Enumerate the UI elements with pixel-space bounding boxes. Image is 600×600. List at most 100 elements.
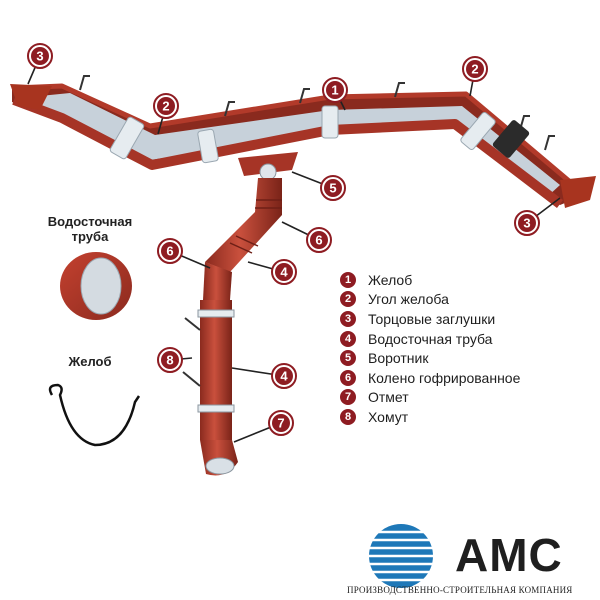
legend-item: 5 Воротник — [340, 348, 580, 368]
callout-3: 3 — [27, 43, 53, 85]
gutter-bracket — [544, 135, 555, 151]
legend-item: 1 Желоб — [340, 270, 580, 290]
callout-disc — [326, 81, 344, 99]
pipe-ring-inner — [80, 257, 122, 315]
callout-disc — [161, 351, 179, 369]
callout-disc — [466, 60, 484, 78]
legend-item: 6 Колено гофрированное — [340, 368, 580, 388]
callout-number: 5 — [329, 181, 336, 196]
gutter-bracket — [394, 82, 405, 98]
legend: 1 Желоб 2 Угол желоба 3 Торцовые заглушки 4 Вод… — [340, 270, 580, 427]
logo-globe-icon — [360, 524, 442, 588]
pipe-section-illustration — [60, 252, 132, 320]
callout-8: 8 — [157, 347, 193, 373]
callout-6: 6 — [281, 221, 332, 253]
clamp-fixings — [182, 317, 201, 387]
upper-elbow — [205, 178, 282, 272]
legend-label: Желоб — [368, 271, 413, 288]
elbow-corrugations — [229, 199, 282, 254]
corrugation-line — [229, 242, 253, 254]
callout-disc — [518, 214, 536, 232]
outlet-opening — [205, 457, 235, 475]
callout-layer: 1 2 2 3 3 5 6 6 4 4 8 7 — [27, 43, 561, 443]
legend-label: Водосточная труба — [368, 330, 493, 347]
callout-disc — [275, 367, 293, 385]
legend-label: Отмет — [368, 389, 409, 406]
legend-label: Воротник — [368, 350, 429, 367]
collar-outlet — [259, 163, 277, 181]
gutter-brackets — [79, 75, 555, 151]
pipe-clamp — [197, 404, 235, 413]
legend-number-badge: 3 — [340, 310, 356, 327]
callout-number: 7 — [277, 416, 284, 431]
brand-name: АМС — [455, 529, 563, 581]
corrugation-line — [235, 235, 259, 247]
pipe-section-title: Водосточная труба — [20, 214, 160, 244]
callout-disc — [161, 242, 179, 260]
legend-number-badge: 7 — [340, 389, 356, 406]
lower-elbow — [203, 262, 232, 300]
callout-2: 2 — [462, 56, 488, 97]
legend-item: 8 Хомут — [340, 407, 580, 427]
gutter-joint — [321, 105, 339, 139]
gutter-joint — [460, 112, 496, 150]
left-end-cap — [10, 84, 52, 110]
legend-label: Хомут — [368, 408, 409, 425]
callout-number: 6 — [166, 244, 173, 259]
legend-label: Торцовые заглушки — [368, 310, 496, 327]
legend-label: Угол желоба — [368, 291, 449, 308]
callout-disc — [275, 263, 293, 281]
legend-item: 3 Торцовые заглушки — [340, 309, 580, 329]
gutter-joint — [197, 128, 219, 164]
legend-item: 4 Водосточная труба — [340, 329, 580, 349]
callout-2: 2 — [153, 93, 179, 135]
gutter-bracket — [224, 101, 235, 117]
callout-number: 6 — [315, 233, 322, 248]
gutter-bracket — [299, 88, 310, 104]
callout-number: 8 — [166, 353, 173, 368]
callout-5: 5 — [291, 171, 346, 201]
legend-number-badge: 8 — [340, 408, 356, 425]
gutter-bracket — [79, 75, 90, 91]
callout-number: 4 — [280, 369, 288, 384]
gutter-inner-surface — [40, 93, 560, 196]
clamp-fixing — [184, 317, 201, 331]
gutter-bracket — [519, 115, 530, 131]
right-end-cap — [560, 176, 596, 208]
callout-6: 6 — [157, 238, 211, 269]
callout-disc — [272, 414, 290, 432]
legend-number-badge: 1 — [340, 271, 356, 288]
pipe-section-title-line2: труба — [71, 229, 109, 244]
callout-disc — [31, 47, 49, 65]
pipe-section-title-line1: Водосточная — [47, 214, 133, 229]
clamp-fixing — [182, 371, 201, 387]
brand-subtitle: ПРОИЗВОДСТВЕННО-СТРОИТЕЛЬНАЯ КОМПАНИЯ — [347, 585, 573, 595]
callout-3: 3 — [514, 197, 561, 236]
gutter-assembly — [10, 75, 596, 208]
callout-number: 1 — [331, 83, 338, 98]
legend-number-badge: 6 — [340, 369, 356, 386]
gutter-profile-title: Желоб — [68, 354, 112, 369]
callout-1: 1 — [322, 77, 348, 111]
callout-4: 4 — [247, 259, 297, 285]
legend-number-badge: 4 — [340, 330, 356, 347]
downpipe — [200, 300, 232, 440]
callout-number: 3 — [36, 49, 43, 64]
legend-label: Колено гофрированное — [368, 369, 521, 386]
callout-4: 4 — [231, 363, 297, 389]
legend-number-badge: 5 — [340, 350, 356, 367]
callout-disc — [310, 231, 328, 249]
callout-disc — [157, 97, 175, 115]
gutter-clamp — [492, 120, 530, 158]
downpipe-assembly — [182, 152, 298, 476]
legend-number-badge: 2 — [340, 291, 356, 308]
callout-number: 4 — [280, 265, 288, 280]
gutter-profile-illustration — [48, 383, 141, 447]
gutter-profile — [48, 383, 141, 447]
callout-disc — [324, 179, 342, 197]
callout-number: 3 — [523, 216, 530, 231]
legend-item: 7 Отмет — [340, 388, 580, 408]
logo-globe-stripes — [360, 530, 442, 582]
callout-number: 2 — [162, 99, 169, 114]
